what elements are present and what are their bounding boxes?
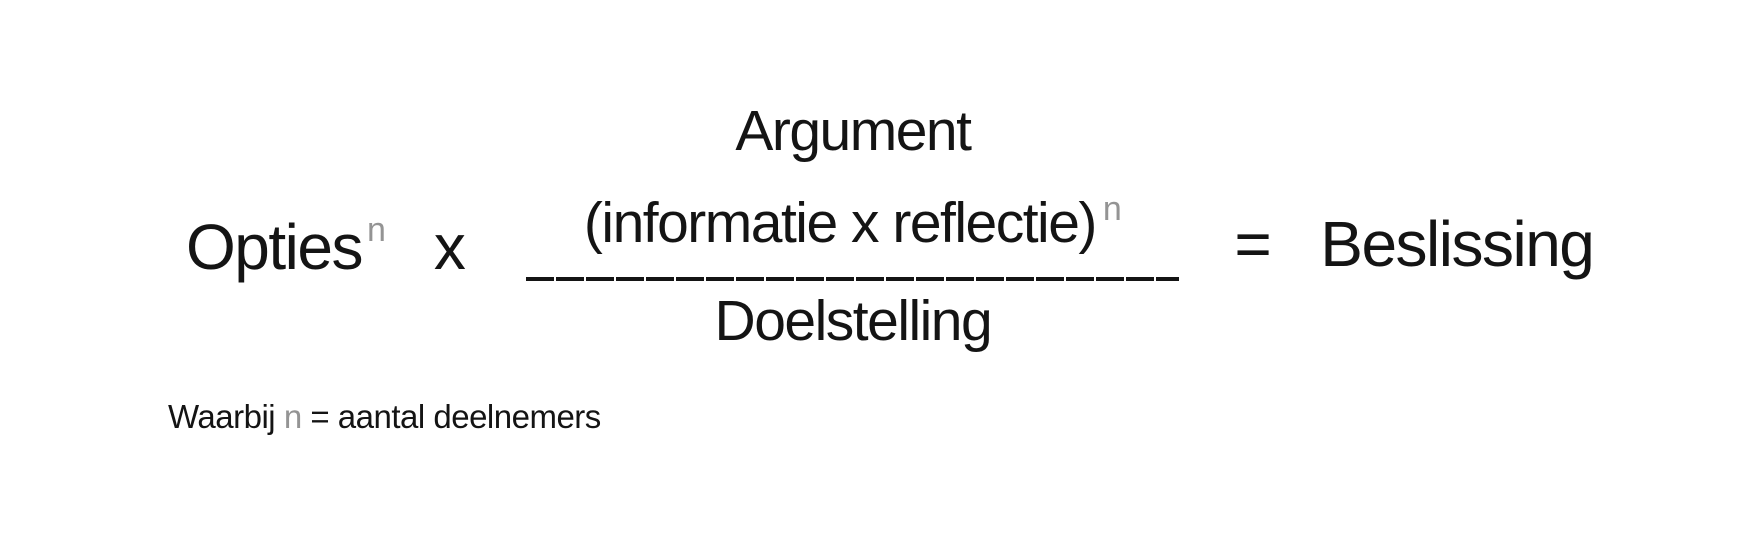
formula-result: Beslissing <box>1320 208 1595 280</box>
fraction-denominator: Doelstelling <box>714 289 993 353</box>
formula-fraction: Argument (informatie x reflectie)n Doels… <box>526 0 1180 353</box>
fraction-numerator-argument: Argument <box>735 99 972 163</box>
equals-operator: = <box>1234 208 1271 280</box>
footnote-suffix: = aantal deelnemers <box>301 398 601 435</box>
fraction-numerator-expression: (informatie x reflectie)n <box>526 192 1179 252</box>
footnote-prefix: Waarbij <box>168 398 284 435</box>
numerator-expression-text: (informatie x reflectie) <box>583 191 1098 255</box>
footnote-variable-n: n <box>283 398 302 435</box>
options-exponent-n: n <box>366 211 386 249</box>
options-label: Opties <box>186 211 363 283</box>
fraction-bar <box>526 277 1180 281</box>
numerator-exponent-n: n <box>1102 190 1122 228</box>
footnote: Waarbij n = aantal deelnemers <box>168 400 601 433</box>
multiplication-operator: x <box>433 211 466 283</box>
